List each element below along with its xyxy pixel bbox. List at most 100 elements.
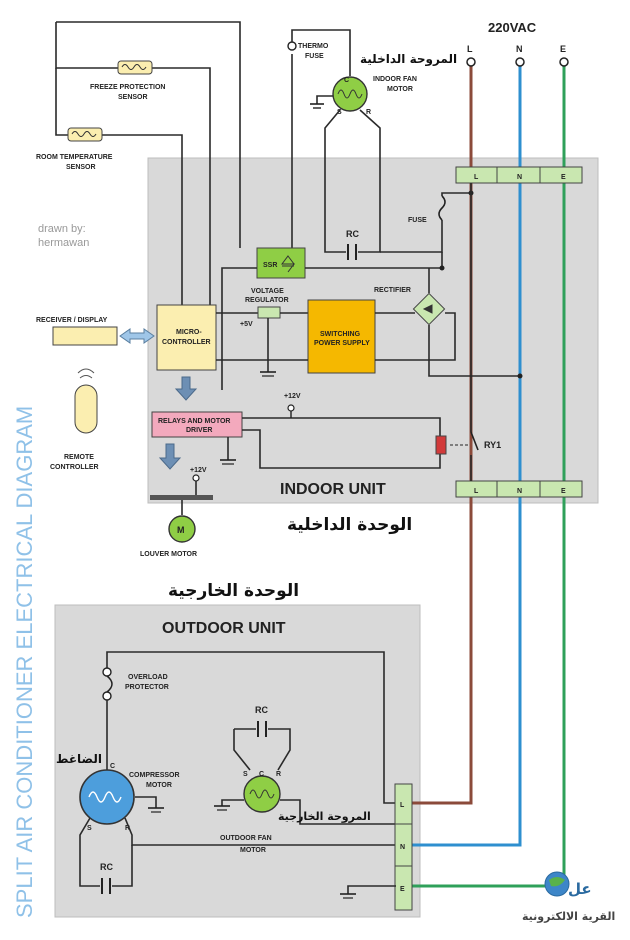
fuse-label: FUSE [408, 217, 427, 224]
compressor-label-ar: الضاغط [56, 752, 102, 766]
voltage-regulator-icon [257, 306, 281, 319]
relays-label-1: RELAYS AND MOTOR [158, 418, 230, 425]
room-sensor-label-1: ROOM TEMPERATURE [36, 154, 113, 161]
freeze-sensor-label-1: FREEZE PROTECTION [90, 84, 165, 91]
logo: عل القرية الالكترونية [522, 871, 615, 923]
diagram-title: SPLIT AIR CONDITIONER ELECTRICAL DIAGRAM [12, 406, 37, 918]
overload-label-2: PROTECTOR [125, 684, 169, 691]
svg-text:S: S [337, 109, 342, 116]
svg-text:القرية الالكترونية: القرية الالكترونية [522, 910, 615, 923]
plus12v-a-label: +12V [284, 393, 301, 400]
indoor-fan-motor-icon: C S R [332, 76, 371, 116]
outdoor-unit-label-ar: الوحدة الخارجية [168, 581, 299, 601]
outdoor-rc-bottom-label: RC [100, 862, 113, 872]
svg-text:C: C [344, 77, 349, 84]
credit-line-2: hermawan [38, 237, 89, 249]
svg-text:N: N [517, 174, 522, 181]
ir-signal-icon [77, 368, 95, 379]
plus12v-b-label: +12V [190, 467, 207, 474]
indoor-rc-label: RC [346, 229, 359, 239]
receiver-label: RECEIVER / DISPLAY [36, 317, 108, 324]
switching-ps-label-2: POWER SUPPLY [314, 340, 370, 347]
louver-motor-icon: M [168, 515, 196, 543]
ry1-label: RY1 [484, 440, 501, 450]
svg-text:N: N [400, 844, 405, 851]
voltage-regulator-label-1: VOLTAGE [251, 288, 284, 295]
outdoor-unit-label: OUTDOOR UNIT [162, 620, 286, 637]
svg-text:S: S [243, 771, 248, 778]
supply-pin-l [466, 57, 476, 67]
microcontroller-box [156, 304, 217, 371]
remote-controller-icon [74, 384, 98, 434]
louver-bar [150, 495, 213, 500]
svg-text:S: S [87, 825, 92, 832]
svg-text:C: C [110, 763, 115, 770]
remote-label-2: CONTROLLER [50, 464, 99, 471]
voltage-regulator-label-2: REGULATOR [245, 297, 289, 304]
svg-text:L: L [474, 488, 479, 495]
supply-pin-n [515, 57, 525, 67]
svg-text:E: E [400, 886, 405, 893]
relays-driver-box [151, 411, 243, 438]
outdoor-fan-label-ar: المروحة الخارجية [278, 810, 371, 823]
ssr-label: SSR [263, 262, 277, 269]
relays-label-2: DRIVER [186, 427, 212, 434]
room-sensor-label-2: SENSOR [66, 164, 96, 171]
bidirectional-arrow-icon [119, 328, 155, 344]
outdoor-rc-top-capacitor-icon [257, 721, 267, 737]
indoor-unit-label: INDOOR UNIT [280, 481, 386, 498]
indoor-terminal-block-top: L N E [455, 166, 583, 184]
freeze-sensor-icon [117, 60, 153, 75]
indoor-fan-label-ar: المروحة الداخلية [360, 52, 457, 67]
indoor-fan-label-2: MOTOR [387, 86, 413, 93]
thermo-fuse-label-2: FUSE [305, 53, 324, 60]
outdoor-rc-top-label: RC [255, 705, 268, 715]
fuse-icon [438, 195, 446, 221]
plus5v-label: +5V [240, 321, 253, 328]
outdoor-fan-motor-icon: S C R [243, 771, 281, 813]
thermo-fuse-icon [287, 41, 297, 51]
svg-text:R: R [276, 771, 281, 778]
indoor-unit-label-ar: الوحدة الداخلية [287, 515, 412, 535]
outdoor-fan-label-1: OUTDOOR FAN [220, 835, 272, 842]
compressor-label-1: COMPRESSOR [129, 772, 180, 779]
microcontroller-label-2: CONTROLLER [162, 339, 211, 346]
svg-text:N: N [517, 488, 522, 495]
credit-line-1: drawn by: [38, 223, 86, 235]
outdoor-fan-label-2: MOTOR [240, 847, 266, 854]
ssr-icon [256, 247, 306, 279]
rectifier-label: RECTIFIER [374, 287, 411, 294]
rectifier-icon [412, 292, 446, 326]
indoor-rc-capacitor-icon [347, 244, 357, 260]
svg-text:L: L [474, 174, 479, 181]
louver-down-arrow-icon [158, 443, 182, 470]
room-sensor-icon [67, 127, 103, 142]
louver-motor-label: LOUVER MOTOR [140, 551, 197, 558]
svg-text:E: E [561, 488, 566, 495]
supply-terminal-n: N [516, 44, 523, 54]
outdoor-terminal-block: L N E [394, 783, 413, 911]
remote-label-1: REMOTE [64, 454, 94, 461]
supply-pin-e [559, 57, 569, 67]
svg-text:L: L [400, 802, 405, 809]
svg-text:عل: عل [568, 880, 592, 898]
overload-protector-icon [102, 667, 112, 677]
ry1-coil-icon [435, 435, 447, 455]
svg-text:R: R [125, 825, 130, 832]
outdoor-unit-box [54, 604, 421, 918]
freeze-sensor-label-2: SENSOR [118, 94, 148, 101]
outdoor-rc-bottom-capacitor-icon [101, 878, 111, 894]
microcontroller-label-1: MICRO- [176, 329, 202, 336]
supply-terminal-l: L [467, 44, 473, 54]
supply-label: 220VAC [488, 20, 537, 35]
receiver-display-box [52, 326, 118, 346]
svg-text:M: M [177, 525, 185, 535]
down-arrow-icon [174, 376, 198, 401]
svg-text:E: E [561, 174, 566, 181]
indoor-fan-label-1: INDOOR FAN [373, 76, 417, 83]
thermo-fuse-label-1: THERMO [298, 43, 329, 50]
supply-terminal-e: E [560, 44, 566, 54]
compressor-label-2: MOTOR [146, 782, 172, 789]
indoor-terminal-block-bottom: L N E [455, 480, 583, 498]
